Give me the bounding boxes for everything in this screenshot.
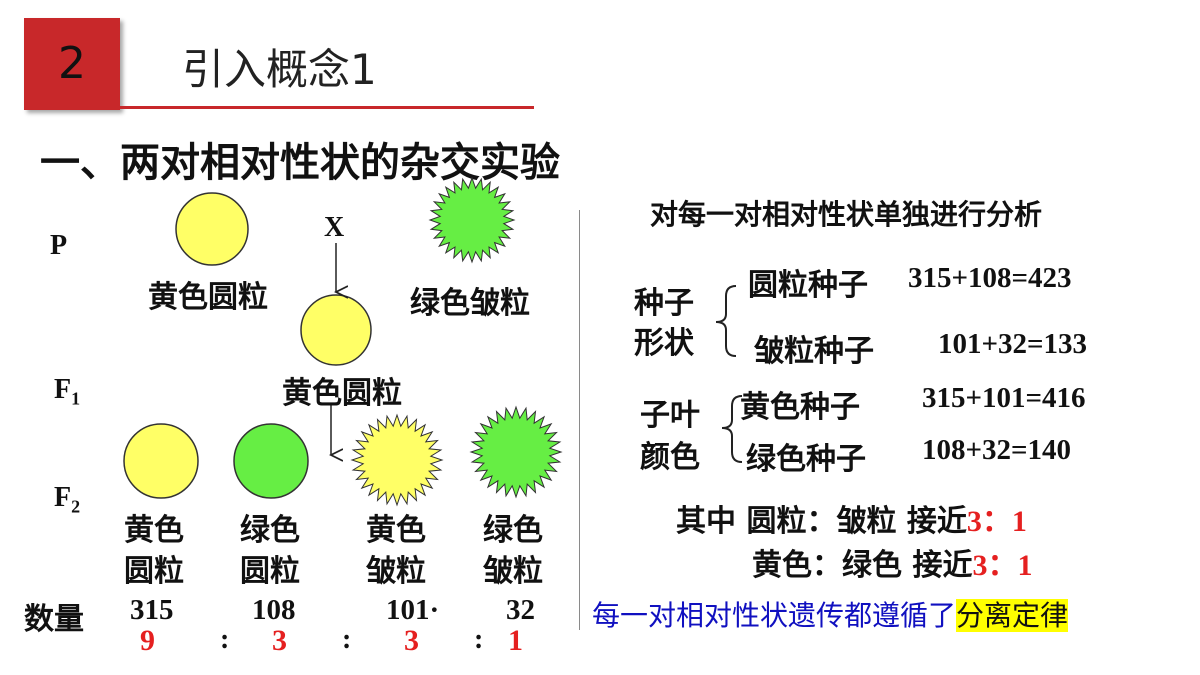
shape-group-line2: 形状 — [634, 326, 694, 361]
color-group-line2: 颜色 — [640, 440, 700, 475]
wrinkled-seed-label: 皱粒种子 — [754, 334, 874, 369]
yellow-seed-calc: 315+101=416 — [922, 382, 1086, 414]
conclusion: 每一对相对性状遗传都遵循了分离定律 — [592, 594, 1069, 634]
cross-symbol: X — [324, 212, 345, 243]
ratio-line-1-text: 其中 圆粒：皱粒 接近 — [676, 504, 967, 539]
gen-f1-label: F1 — [54, 374, 81, 409]
title-underline — [120, 106, 534, 109]
f2-label-4a: 绿色 — [483, 513, 543, 548]
f1-yellow-round-seed — [300, 294, 372, 366]
f2-label-3b: 皱粒 — [366, 554, 426, 589]
count-value-3: 101· — [386, 594, 440, 626]
conclusion-highlight: 分离定律 — [956, 599, 1069, 632]
ratio-value-2: 3 — [272, 624, 287, 657]
round-seed-calc: 315+108=423 — [908, 262, 1072, 294]
f2-green-round-seed — [233, 423, 309, 499]
p-right-label: 绿色皱粒 — [410, 286, 530, 321]
color-group-line1: 子叶 — [640, 398, 700, 433]
conclusion-text: 每一对相对性状遗传都遵循了 — [592, 599, 957, 632]
ratio-line-2-text: 黄色：绿色 接近 — [752, 548, 973, 583]
analysis-title: 对每一对相对性状单独进行分析 — [650, 198, 1043, 231]
f2-yellow-wrinkled-seed — [350, 413, 444, 507]
p-green-wrinkled-seed — [428, 176, 516, 264]
count-label: 数量 — [24, 602, 84, 637]
f2-label-1a: 黄色 — [124, 513, 184, 548]
ratio-value-1: 9 — [140, 624, 155, 657]
slide-title: 引入概念1 — [182, 45, 377, 94]
p-yellow-round-seed — [175, 192, 249, 266]
ratio-value-3: 3 — [404, 624, 419, 657]
f2-green-wrinkled-seed — [469, 405, 563, 499]
count-value-4: 32 — [506, 594, 535, 626]
gen-p-label: P — [50, 230, 68, 261]
f1-label: 黄色圆粒 — [282, 376, 402, 411]
ratio-line-1: 其中 圆粒：皱粒 接近3：1 — [676, 504, 1027, 539]
count-value-2: 108 — [252, 594, 296, 626]
color-brace — [721, 395, 743, 463]
shape-group-line1: 种子 — [634, 286, 694, 321]
f2-label-1b: 圆粒 — [124, 554, 184, 589]
f2-label-2a: 绿色 — [240, 513, 300, 548]
yellow-seed-label: 黄色种子 — [740, 390, 860, 425]
round-seed-label: 圆粒种子 — [748, 268, 868, 303]
f2-yellow-round-seed — [123, 423, 199, 499]
f2-label-3a: 黄色 — [366, 513, 426, 548]
count-value-1: 315 — [130, 594, 174, 626]
section-number-box: 2 — [24, 18, 120, 110]
ratio-colon-3: : — [474, 624, 484, 655]
ratio-line-2: 黄色：绿色 接近3：1 — [752, 548, 1033, 583]
ratio-colon-1: : — [220, 624, 230, 655]
section-number: 2 — [58, 38, 86, 89]
green-seed-label: 绿色种子 — [746, 442, 866, 477]
f2-label-2b: 圆粒 — [240, 554, 300, 589]
wrinkled-seed-calc: 101+32=133 — [938, 328, 1088, 360]
divider-line — [579, 210, 580, 630]
ratio-value-4: 1 — [508, 624, 523, 657]
ratio-colon-2: : — [342, 624, 352, 655]
shape-brace — [715, 285, 737, 357]
p-left-label: 黄色圆粒 — [148, 280, 268, 315]
f2-label-4b: 皱粒 — [483, 554, 543, 589]
green-seed-calc: 108+32=140 — [922, 434, 1072, 466]
section-heading: 一、两对相对性状的杂交实验 — [40, 140, 560, 186]
gen-f2-label: F2 — [54, 482, 81, 517]
